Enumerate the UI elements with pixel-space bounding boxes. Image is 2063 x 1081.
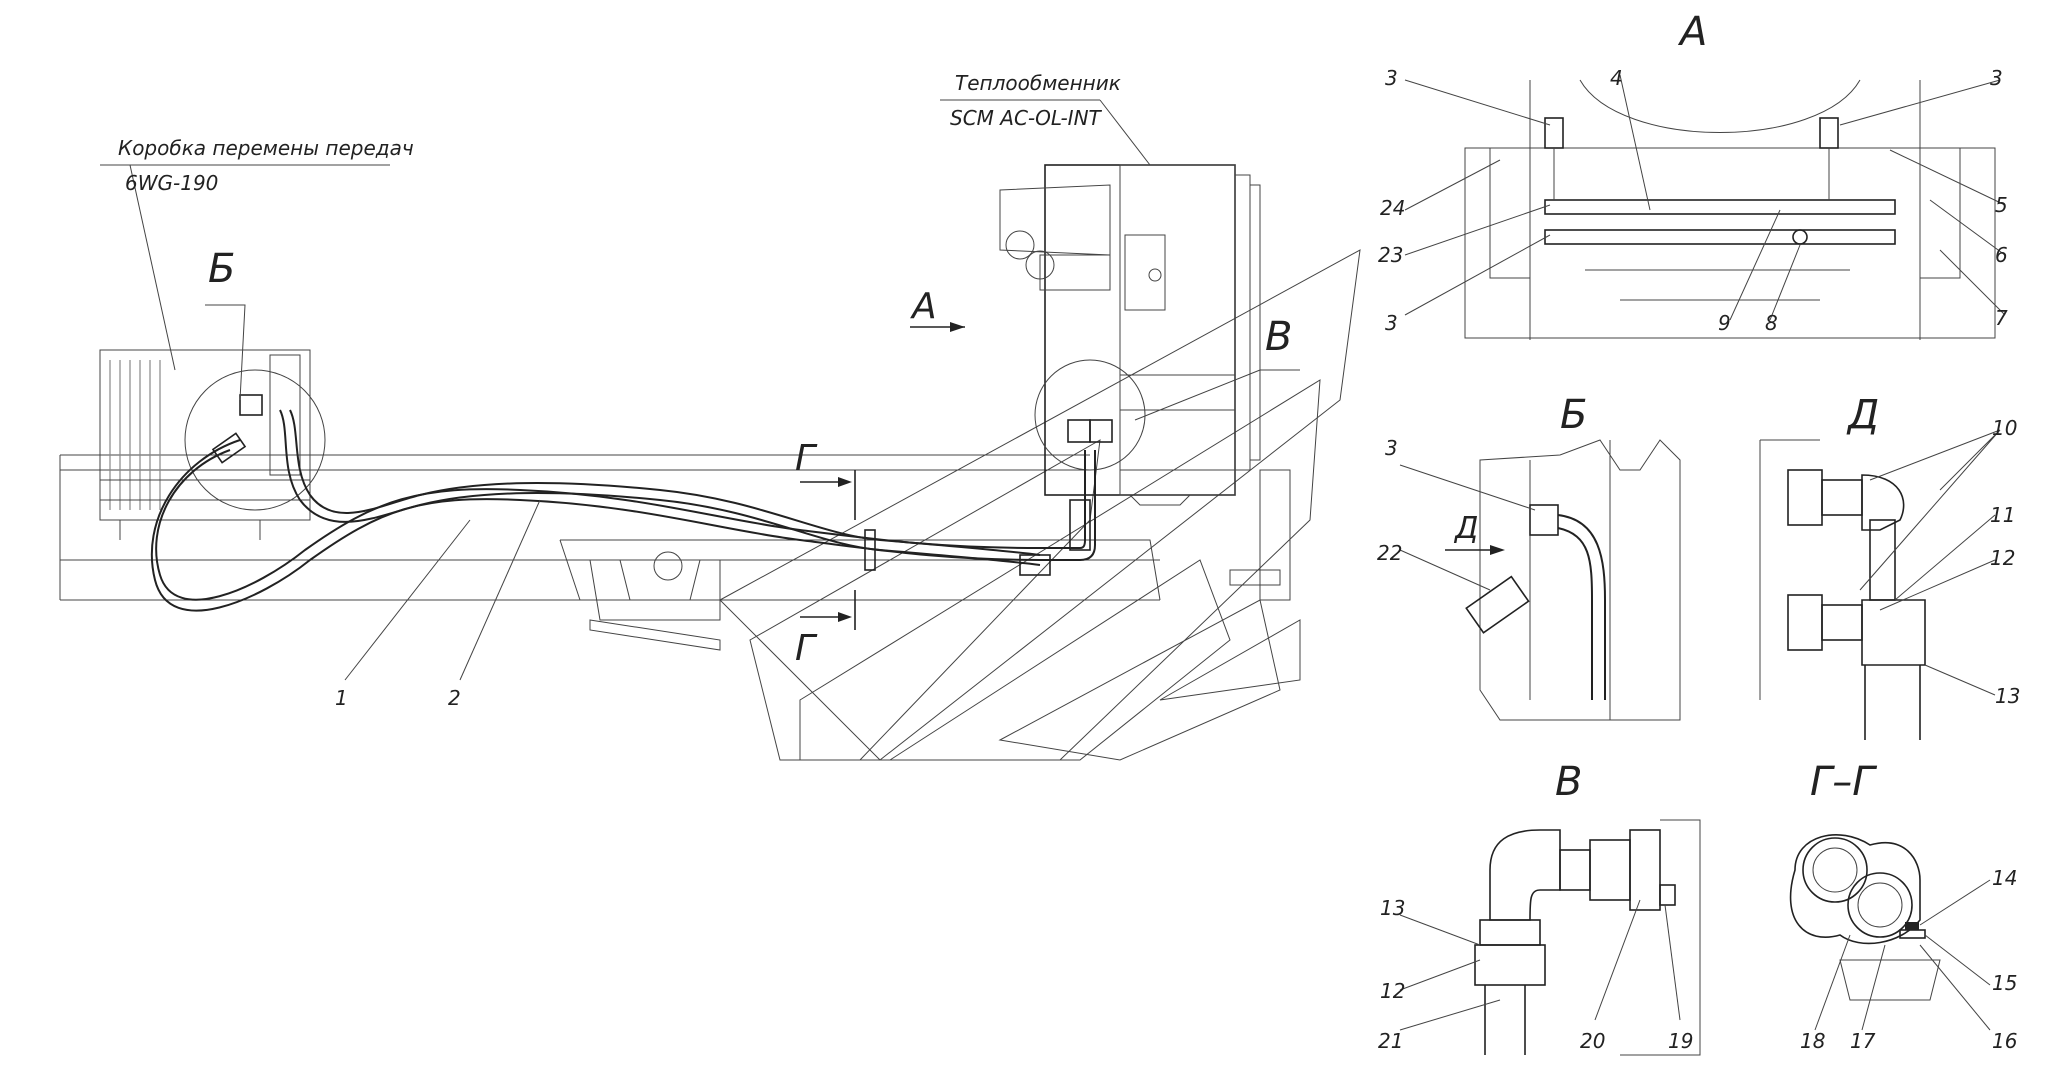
view-v-title: В [1555,759,1582,805]
view-v-callout-19: 19 [1668,1029,1693,1053]
gearbox-fittings [211,394,1113,576]
heat-exchanger-name: Теплообменник [955,71,1121,95]
frame-rail [59,454,1161,601]
hose-1-label: 1 [335,686,348,710]
view-b: Б 3 22 Д [1377,392,1681,721]
hose-clamp [864,529,876,571]
main-view: Коробка перемены передач 6WG-190 Теплооб… [59,71,1361,761]
view-a: А 3 4 3 24 23 3 9 8 [1378,9,2008,340]
view-b-arrow-d: Д [1453,511,1478,546]
view-b-title: Б [1560,392,1587,438]
view-a-callout-23: 23 [1378,243,1403,267]
gearbox-model: 6WG-190 [125,171,218,195]
view-a-callout-3a: 3 [1385,66,1398,90]
hose-2 [279,409,1041,566]
callout-v-label: В [1265,314,1292,360]
view-a-callout-3c: 3 [1385,311,1398,335]
section-gg-callout-15: 15 [1992,971,2017,995]
section-gg-callout-16: 16 [1992,1029,2017,1053]
cab-outline [719,249,1361,761]
view-a-callout-7: 7 [1995,306,2008,330]
view-a-callout-5: 5 [1995,193,2008,217]
section-g-top-label: Г [795,438,818,479]
view-v: В 13 12 21 20 19 [1378,759,1701,1056]
view-v-callout-20: 20 [1580,1029,1605,1053]
section-gg-title: Г–Г [1810,759,1877,805]
view-a-callout-8: 8 [1765,311,1778,335]
heat-exchanger-model: SCM AC-OL-INT [950,106,1103,130]
view-v-callout-13: 13 [1380,896,1405,920]
view-v-callout-12: 12 [1380,979,1405,1003]
view-d-callout-13: 13 [1995,684,2020,708]
section-gg-callout-17: 17 [1850,1029,1876,1053]
section-g-bottom-label: Г [795,628,818,669]
view-d-callout-10: 10 [1992,416,2017,440]
gearbox-name: Коробка перемены передач [118,136,414,160]
section-gg-callout-18: 18 [1800,1029,1825,1053]
main-leaders [100,99,1300,681]
gearbox [99,349,326,540]
view-d-callout-11: 11 [1990,503,2015,527]
view-a-callout-24: 24 [1380,196,1405,220]
view-a-callout-4: 4 [1610,66,1623,90]
view-a-arrow-label: А [910,286,937,327]
section-g-marks [800,470,856,630]
lower-bracket [589,551,721,651]
view-a-leaders [1404,74,2006,321]
view-d-title: Д [1846,392,1879,438]
hose-2-label: 2 [448,686,461,710]
hose-1 [150,439,1096,612]
view-a-arrow [910,322,965,332]
view-a-callout-6: 6 [1995,243,2008,267]
view-a-callout-3b: 3 [1990,66,2003,90]
view-a-callout-9: 9 [1718,311,1731,335]
view-b-callout-3: 3 [1385,436,1398,460]
view-a-title: А [1677,9,1707,55]
view-d: Д 10 11 12 13 [1759,392,2020,740]
callout-b-label: Б [208,246,235,292]
view-d-callout-12: 12 [1990,546,2015,570]
view-b-callout-22: 22 [1377,541,1402,565]
heat-exchanger [999,164,1261,506]
view-v-callout-21: 21 [1378,1029,1403,1053]
section-gg-callout-14: 14 [1992,866,2017,890]
section-gg: Г–Г 14 15 16 18 17 [1789,759,2017,1053]
